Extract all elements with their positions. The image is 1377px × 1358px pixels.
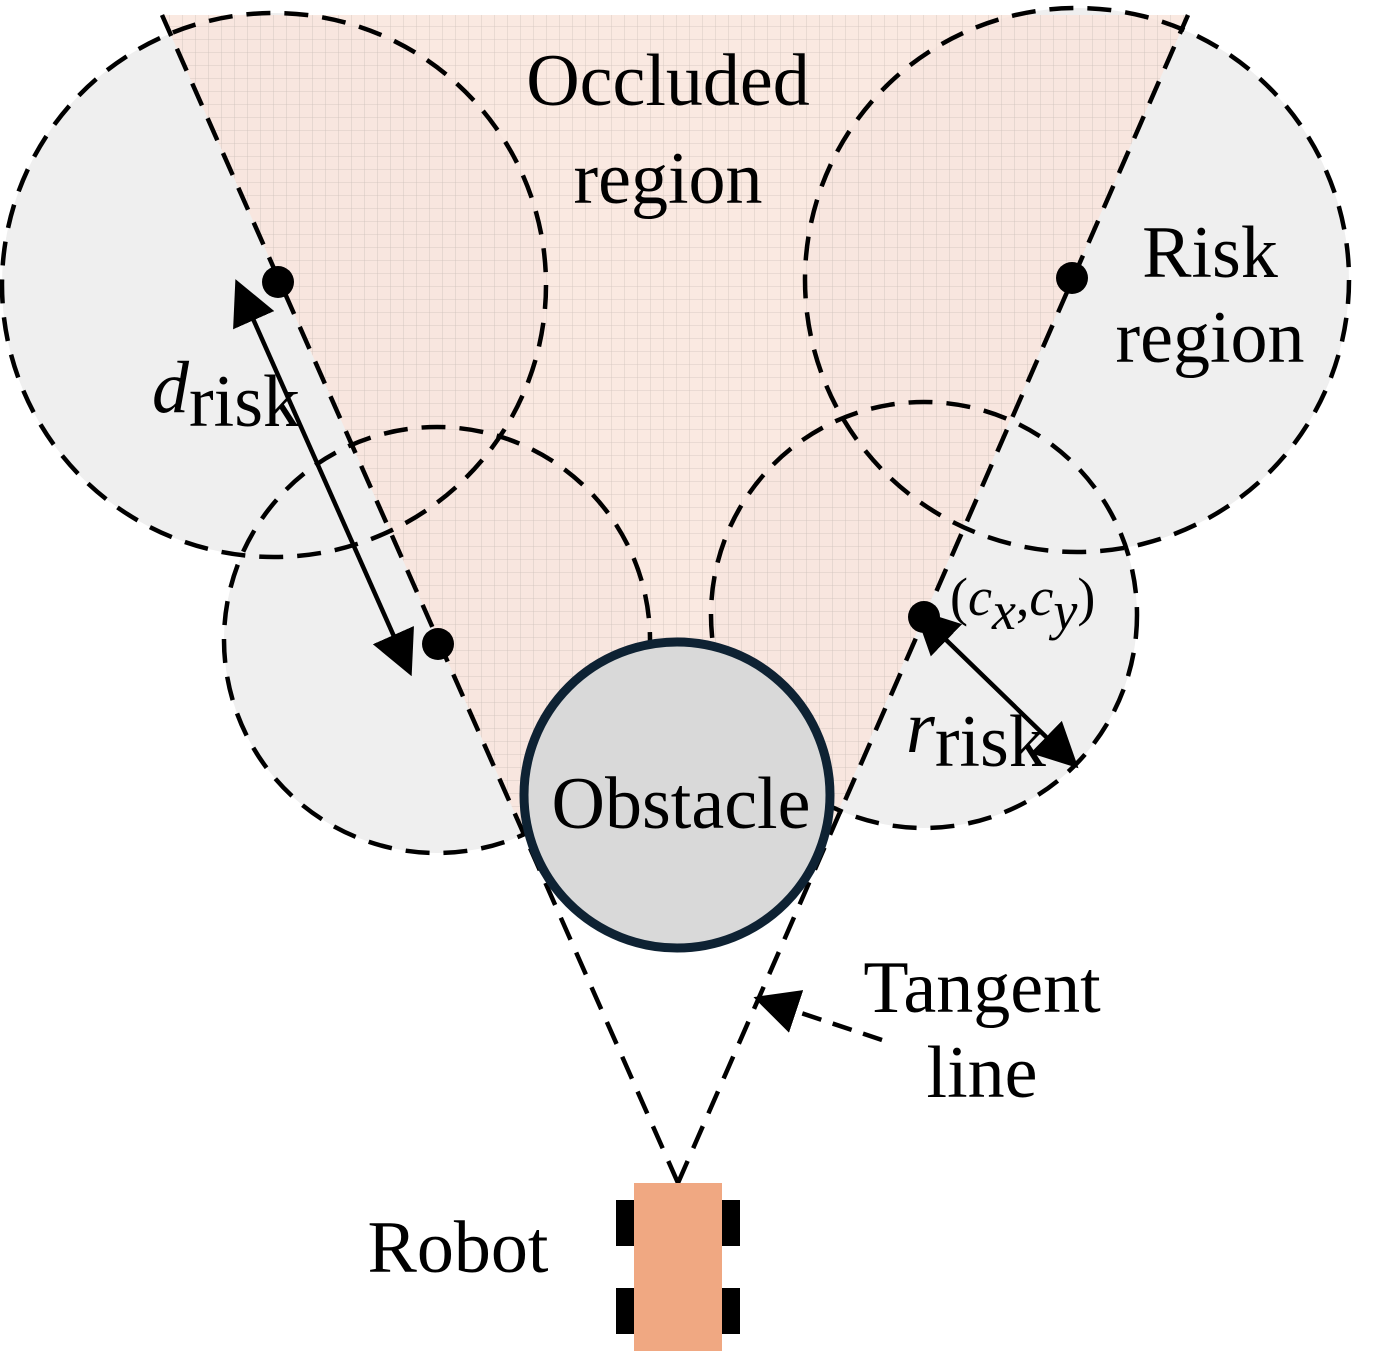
wheel-front-right [718, 1200, 740, 1246]
cy-symbol: c [1029, 567, 1053, 627]
center-point-upper-right [1056, 262, 1088, 294]
paren-close: ) [1077, 567, 1095, 627]
cx-symbol: c [968, 567, 992, 627]
robot-body [634, 1183, 722, 1351]
robot-label: Robot [368, 1207, 549, 1289]
d-risk-symbol: d [152, 347, 190, 429]
comma: , [1016, 567, 1030, 627]
d-risk-subscript: risk [189, 361, 300, 443]
center-point-upper-left [262, 266, 294, 298]
tangent-pointer-arrow [753, 990, 883, 1043]
d-risk-arrow [233, 279, 414, 677]
d-risk-label: drisk [152, 347, 300, 443]
r-risk-arrow [914, 608, 1079, 769]
center-coordinate-label: (cx,cy) [950, 567, 1095, 641]
occluded-label-line1: Occluded [526, 40, 810, 122]
obstacle-circle [519, 637, 835, 953]
center-point-lower-left [422, 628, 454, 660]
risk-label-line2: region [1115, 297, 1304, 379]
obstacle-label: Obstacle [552, 763, 811, 845]
tangent-lines [159, 14, 1191, 1184]
occluded-region [162, 15, 1188, 825]
tangent-line-right [675, 14, 1191, 1184]
risk-label-line1: Risk [1142, 212, 1278, 294]
tangent-label-line2: line [927, 1032, 1038, 1114]
center-point-lower-right [908, 601, 940, 633]
cx-subscript: x [991, 581, 1016, 641]
tangent-label-line1: Tangent [863, 947, 1101, 1029]
tangent-line-left [159, 14, 681, 1184]
robot-icon [616, 1183, 740, 1351]
wheel-front-left [616, 1200, 638, 1246]
risk-circle-lower-right-outline [708, 399, 1140, 831]
cy-subscript: y [1048, 581, 1077, 641]
paren-open: ( [950, 567, 968, 627]
r-risk-subscript: risk [935, 701, 1046, 783]
risk-circle-upper-right-outline [802, 5, 1352, 555]
occluded-label-line2: region [573, 138, 762, 220]
r-risk-label: rrisk [906, 687, 1046, 783]
r-risk-symbol: r [906, 687, 936, 769]
wheel-rear-right [718, 1288, 740, 1334]
wheel-rear-left [616, 1288, 638, 1334]
